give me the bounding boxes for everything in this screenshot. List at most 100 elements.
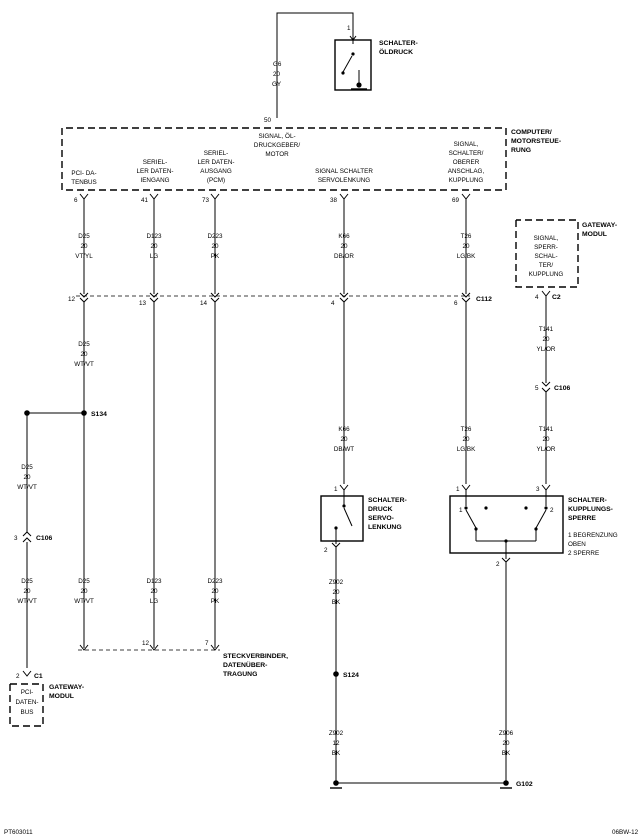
svg-text:1: 1 <box>459 507 463 514</box>
svg-text:13: 13 <box>139 300 147 307</box>
pcm-pin-kup-2: SCHALTER/ <box>449 150 484 157</box>
gateway-module-bottom: 2 C1 PCI- DATEN- BUS GATEWAY- MODUL <box>9 670 84 727</box>
svg-text:C1: C1 <box>34 673 43 680</box>
ground-g102: G102 <box>330 780 533 789</box>
svg-text:BK: BK <box>332 750 341 757</box>
svg-text:BUS: BUS <box>21 709 34 716</box>
svg-text:20: 20 <box>340 243 348 250</box>
s134-splice: S134 <box>24 410 107 418</box>
pcm-pin-kup-4: ANSCHLAG, <box>448 168 485 175</box>
svg-text:2 SPERRE: 2 SPERRE <box>568 550 599 557</box>
svg-text:T26: T26 <box>461 233 472 240</box>
svg-text:KUPPLUNGS-: KUPPLUNGS- <box>568 506 613 513</box>
svg-text:LENKUNG: LENKUNG <box>368 524 402 531</box>
svg-text:T26: T26 <box>461 426 472 433</box>
c106-left-connector: 3 C106 <box>14 531 52 543</box>
svg-text:KUPPLUNG: KUPPLUNG <box>529 271 564 278</box>
svg-text:D223: D223 <box>207 578 223 585</box>
svg-text:WT/VT: WT/VT <box>17 484 37 491</box>
c2-label: C2 <box>552 294 561 301</box>
wire-g6-gauge: 20 <box>273 71 281 78</box>
c106-right-connector: 5 C106 <box>535 381 570 393</box>
svg-text:GATEWAY-: GATEWAY- <box>582 222 617 229</box>
svg-text:D123: D123 <box>146 578 162 585</box>
c112-label: C112 <box>476 296 492 303</box>
svg-text:C106: C106 <box>554 385 570 392</box>
svg-text:WT/VT: WT/VT <box>17 598 37 605</box>
pcm-pin-serin-3: IENGANG <box>140 177 169 184</box>
svg-text:5: 5 <box>535 385 539 392</box>
svg-text:12: 12 <box>142 640 150 647</box>
svg-text:3: 3 <box>536 486 540 493</box>
pcm-pin-servo-1: SIGNAL SCHALTER <box>315 168 373 175</box>
svg-text:LG/BK: LG/BK <box>457 253 476 260</box>
oil-switch-label-1: SCHALTER- <box>379 40 418 47</box>
oil-pressure-switch: 1 SCHALTER- ÖLDRUCK <box>334 25 418 91</box>
svg-text:STECKVERBINDER,: STECKVERBINDER, <box>223 653 288 660</box>
svg-text:T141: T141 <box>539 426 554 433</box>
svg-text:20: 20 <box>80 351 88 358</box>
svg-text:S124: S124 <box>343 672 359 679</box>
steckverbinder-data-link: 12 7 STECKVERBINDER, DATENÜBER- TRAGUNG <box>78 640 288 678</box>
pcm-module: COMPUTER/ MOTORSTEUE- RUNG SIGNAL, ÖL- D… <box>61 127 561 191</box>
svg-text:4: 4 <box>331 300 335 307</box>
svg-text:D25: D25 <box>21 578 33 585</box>
svg-text:SPERRE: SPERRE <box>568 515 596 522</box>
svg-text:PK: PK <box>211 598 220 605</box>
pcm-pin-kup-5: KUPPLUNG <box>449 177 484 184</box>
pcm-pin-serout-1: SERIEL- <box>204 150 229 157</box>
svg-text:2: 2 <box>496 561 500 568</box>
svg-text:D25: D25 <box>78 578 90 585</box>
svg-text:20: 20 <box>150 588 158 595</box>
svg-text:20: 20 <box>332 589 340 596</box>
svg-text:D123: D123 <box>146 233 162 240</box>
wire-g6-color: GY <box>272 81 282 88</box>
svg-text:12: 12 <box>332 740 340 747</box>
pin-pcm-50: 50 <box>264 117 272 124</box>
pcm-pin-pci-2: TENBUS <box>71 179 97 186</box>
svg-text:Z902: Z902 <box>329 579 344 586</box>
svg-text:YL/OR: YL/OR <box>537 446 556 453</box>
svg-text:2: 2 <box>324 547 328 554</box>
pcm-pin-serout-2: LER DATEN- <box>198 159 235 166</box>
svg-text:DRUCK: DRUCK <box>368 506 393 513</box>
svg-text:12: 12 <box>68 296 76 303</box>
s124-splice <box>333 671 339 677</box>
pcm-pin-oil-1: SIGNAL, ÖL- <box>258 132 295 140</box>
svg-text:1: 1 <box>456 486 460 493</box>
svg-text:Z902: Z902 <box>329 730 344 737</box>
svg-text:DATENÜBER-: DATENÜBER- <box>223 660 267 669</box>
pcm-pin-servo-2: SERVOLENKUNG <box>318 177 370 184</box>
svg-text:7: 7 <box>205 640 209 647</box>
wire-g6 <box>276 12 354 118</box>
svg-text:D25: D25 <box>78 341 90 348</box>
pcm-pin-serin-2: LER DATEN- <box>137 168 174 175</box>
svg-text:3: 3 <box>14 535 18 542</box>
footer-right: 06BW-12 <box>612 829 639 836</box>
svg-text:20: 20 <box>23 588 31 595</box>
oil-switch-label-2: ÖLDRUCK <box>379 47 413 56</box>
svg-text:OBEN: OBEN <box>568 541 586 548</box>
svg-text:20: 20 <box>80 588 88 595</box>
svg-text:SPERR-: SPERR- <box>534 244 558 251</box>
svg-text:WT/VT: WT/VT <box>74 598 94 605</box>
svg-text:TER/: TER/ <box>539 262 554 269</box>
svg-text:20: 20 <box>542 336 550 343</box>
svg-text:4: 4 <box>535 294 539 301</box>
svg-text:BK: BK <box>332 599 341 606</box>
svg-text:MODUL: MODUL <box>582 231 607 238</box>
svg-text:20: 20 <box>211 588 219 595</box>
svg-text:TRAGUNG: TRAGUNG <box>223 671 257 678</box>
pcm-label-3: RUNG <box>511 147 531 154</box>
svg-text:WT/VT: WT/VT <box>74 361 94 368</box>
svg-text:1: 1 <box>334 486 338 493</box>
power-steering-switch: 1 2 SCHALTER- DRUCK SERVO- LENKUNG <box>320 484 407 554</box>
svg-text:K66: K66 <box>338 233 350 240</box>
svg-text:2: 2 <box>550 507 554 514</box>
pcm-pin-serin-1: SERIEL- <box>143 159 168 166</box>
svg-text:SIGNAL,: SIGNAL, <box>534 235 559 242</box>
pcm-pin-kup-1: SIGNAL, <box>454 141 479 148</box>
svg-text:20: 20 <box>211 243 219 250</box>
wire-labels-row1: D25 20 VT/YL D123 20 LG D223 20 PK K66 2… <box>75 233 476 260</box>
